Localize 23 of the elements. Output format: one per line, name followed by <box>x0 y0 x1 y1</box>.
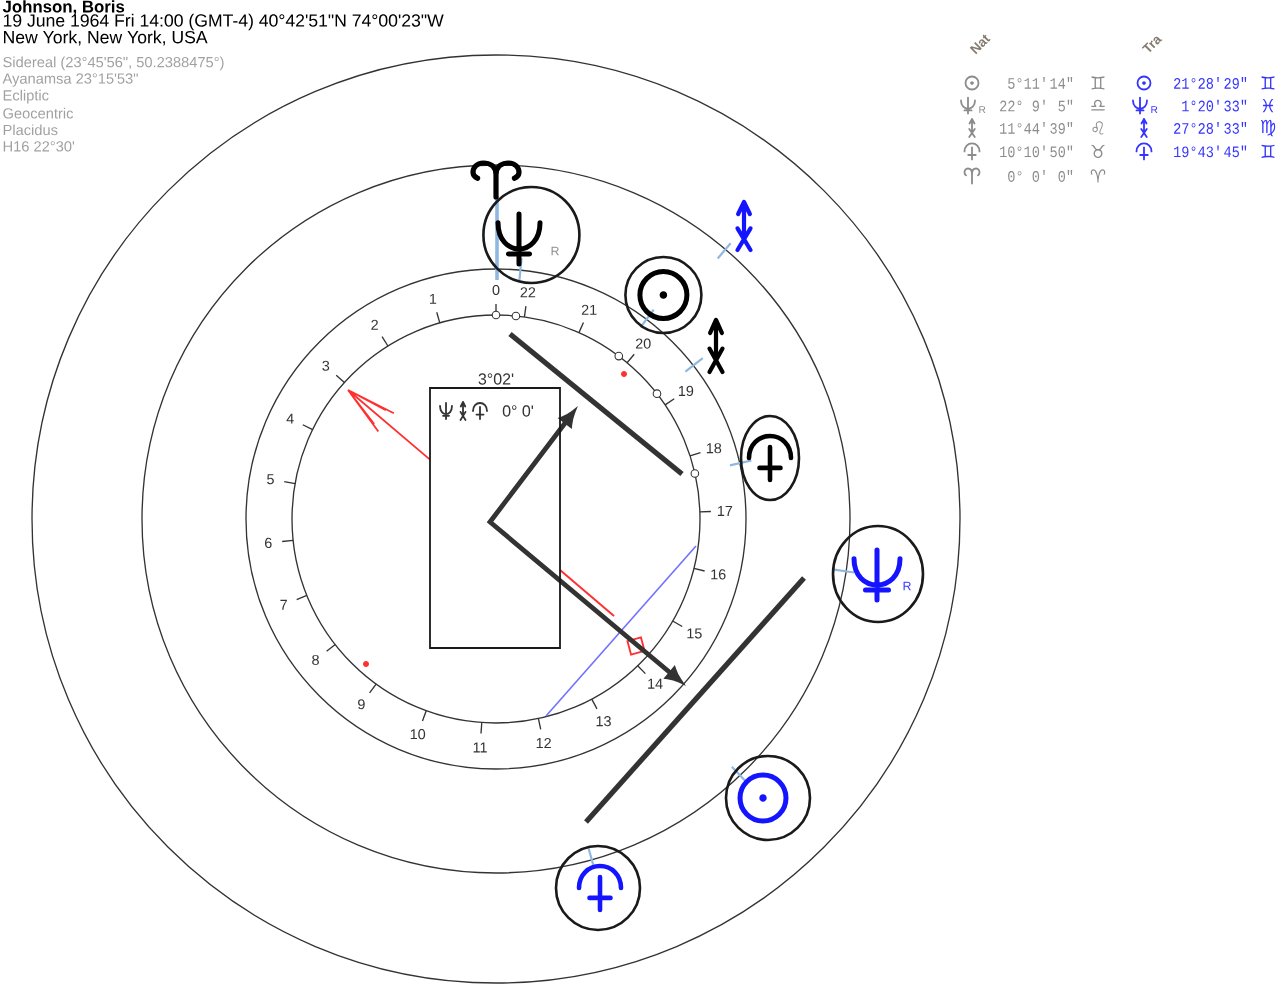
position-value: 22° 9' 5" <box>1000 99 1073 112</box>
sign-symbol: ♎ <box>1091 99 1105 111</box>
position-value: 1°20'33" <box>1182 99 1247 112</box>
sign-symbol: ♉ <box>1091 144 1105 158</box>
position-value: 21°28'29" <box>1174 77 1247 89</box>
sign-symbol: ♈ <box>1090 169 1106 183</box>
position-value: 27°28'33" <box>1174 122 1247 134</box>
angle-label: 3°02' <box>478 373 514 385</box>
position-value: 11°44'39" <box>1000 122 1073 134</box>
chart-info-line: 19 June 1964 Fri 14:00 (GMT-4) 40°42'51"N 74°00'23"W <box>3 13 444 31</box>
position-value: 10°10'50" <box>1000 145 1073 158</box>
position-value: 0° 0' 0" <box>1008 170 1073 182</box>
chart-info-line: New York, New York, USA <box>4 30 208 46</box>
sign-symbol: ♌ <box>1092 121 1104 135</box>
sign-symbol: ♊ <box>1091 76 1105 90</box>
chart-title: Johnson, Boris <box>2 0 125 15</box>
sign-symbol: ♓ <box>1262 98 1274 113</box>
formula-box: 0° 0' <box>429 387 561 649</box>
position-value: 19°43'45" <box>1174 145 1247 158</box>
sign-symbol: ♊ <box>1261 144 1275 158</box>
position-value: 5°11'14" <box>1008 77 1073 89</box>
sign-symbol: ♊ <box>1261 76 1275 90</box>
sign-symbol: ♍ <box>1260 119 1276 137</box>
